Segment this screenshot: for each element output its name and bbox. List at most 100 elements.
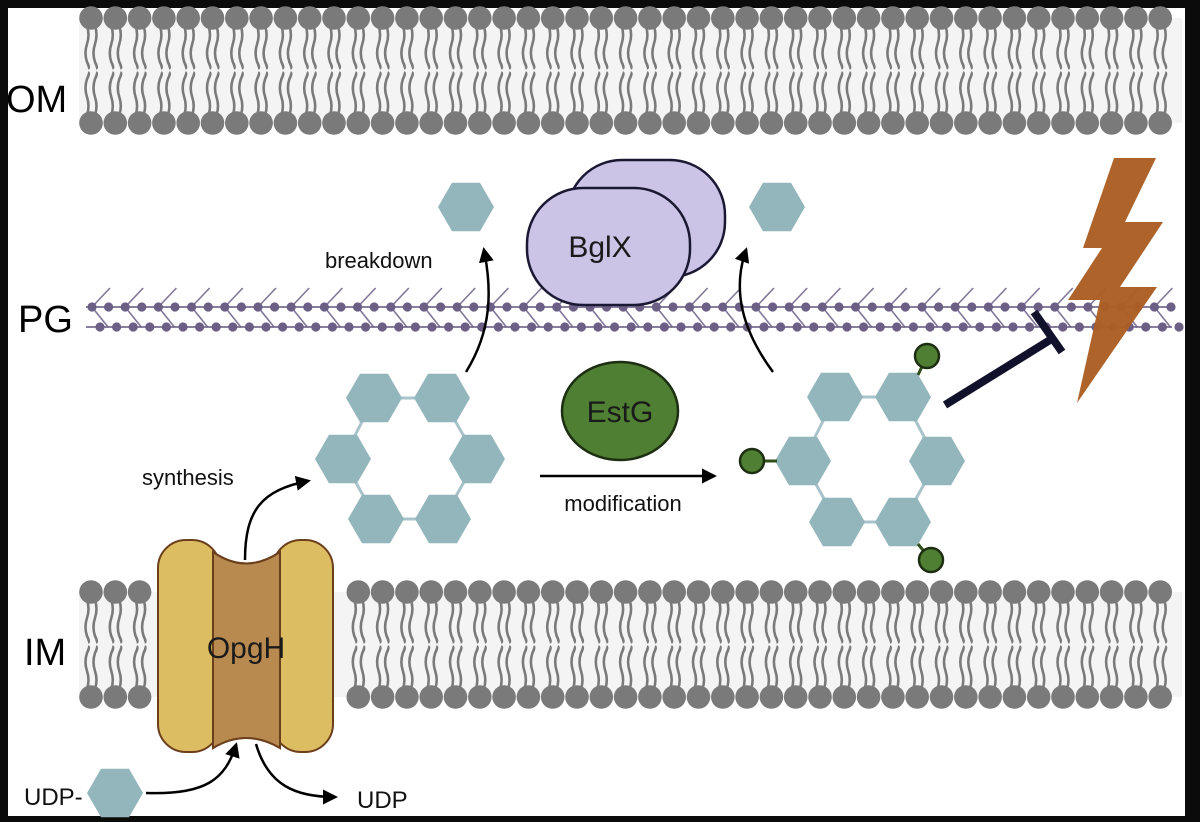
pg-sugar: [1074, 322, 1084, 332]
substrate-in-arrow: [145, 742, 240, 795]
pg-sugar: [593, 322, 603, 332]
pg-sugar: [718, 302, 728, 312]
lipid: [1099, 580, 1124, 709]
lipid-head: [808, 580, 832, 604]
lipid-head: [978, 6, 1002, 30]
pg-sugar: [560, 322, 570, 332]
lipid-head: [905, 6, 929, 30]
pg-label: PG: [18, 299, 73, 341]
pg-sugar: [1157, 322, 1167, 332]
lipid-head: [832, 580, 857, 604]
pg-sugar: [120, 302, 130, 312]
pg-sugar: [311, 322, 321, 332]
lipid-head: [1026, 685, 1051, 709]
lipid: [565, 6, 589, 135]
lipid-head: [808, 6, 832, 30]
lipid-head: [516, 6, 541, 30]
hexagon-icon: [807, 372, 863, 422]
pg-sugar: [1025, 322, 1035, 332]
lipid: [1148, 580, 1172, 709]
pg-sugar: [917, 302, 927, 312]
pg-sugar: [867, 302, 877, 312]
lipid: [856, 6, 881, 135]
lipid-head: [905, 111, 929, 135]
lipid-head: [711, 580, 735, 604]
udp-glucose-hexagon: [87, 768, 143, 818]
lipid-head: [978, 685, 1002, 709]
pg-sugar: [386, 302, 396, 312]
lipid-head: [686, 580, 711, 604]
lipid-head: [176, 111, 200, 135]
lipid-head: [783, 6, 808, 30]
pg-sugar: [369, 302, 379, 312]
pg-sugar: [875, 322, 885, 332]
pg-sugar: [552, 302, 562, 312]
pg-sugar: [419, 302, 429, 312]
lipid-head: [103, 580, 128, 604]
hexagon-icon: [348, 494, 404, 544]
pg-sugar: [983, 302, 994, 312]
pg-sugar: [851, 302, 861, 312]
lipid: [1051, 580, 1075, 709]
pg-sugar: [792, 322, 802, 332]
lipid-head: [1099, 685, 1124, 709]
lipid-head: [954, 685, 978, 709]
pg-sugar: [211, 322, 221, 332]
hexagon-icon: [414, 373, 470, 423]
pg-sugar: [759, 322, 769, 332]
im-label: IM: [24, 632, 66, 674]
opgh-label: OpgH: [207, 632, 285, 665]
lipid-head: [540, 111, 565, 135]
lipid-head: [346, 685, 371, 709]
lipid-head: [540, 580, 565, 604]
udp-label: UDP: [357, 787, 408, 814]
pg-sugar: [676, 322, 686, 332]
outer-membrane: [79, 6, 1182, 135]
lipid-head: [492, 685, 516, 709]
pg-sugar: [112, 322, 122, 332]
lipid-head: [589, 685, 614, 709]
lipid: [200, 6, 225, 135]
lipid-head: [1148, 111, 1172, 135]
lipid: [1026, 6, 1051, 135]
lipid-head: [103, 6, 128, 30]
pg-sugar: [261, 322, 271, 332]
lipid-head: [1051, 685, 1075, 709]
lipid-head: [1099, 111, 1124, 135]
lipid: [954, 580, 978, 709]
lipid-head: [1148, 6, 1172, 30]
lipid: [225, 6, 249, 135]
pg-sugar: [187, 302, 197, 312]
peptidoglycan-layer: [86, 287, 1184, 332]
lipid: [492, 6, 516, 135]
hexagon-icon: [775, 436, 831, 486]
pg-sugar: [344, 322, 354, 332]
lipid-head: [759, 580, 784, 604]
lipid: [1075, 580, 1100, 709]
hexagon-icon: [449, 434, 505, 484]
lipid: [540, 580, 565, 709]
pg-sugar: [693, 322, 703, 332]
lipid-head: [808, 685, 832, 709]
lipid-head: [443, 111, 468, 135]
lipid-head: [1124, 685, 1148, 709]
lipid-head: [540, 6, 565, 30]
pg-sugar: [253, 302, 263, 312]
lipid-head: [79, 685, 103, 709]
pg-sugar: [145, 322, 155, 332]
pg-sugar: [659, 322, 670, 332]
opg-ring-modified: [738, 342, 965, 574]
lipid: [1075, 6, 1100, 135]
lipid-head: [613, 111, 638, 135]
lipid-head: [103, 111, 128, 135]
pg-sugar: [751, 302, 761, 312]
lipid-head: [905, 580, 929, 604]
lipid-head: [152, 111, 176, 135]
synthesis-arrow: [243, 475, 311, 561]
pg-sugar: [701, 302, 711, 312]
pg-sugar: [220, 302, 230, 312]
pg-sugar: [668, 302, 678, 312]
lipid: [1099, 6, 1124, 135]
lipid-head: [638, 580, 662, 604]
pg-sugar: [460, 322, 470, 332]
